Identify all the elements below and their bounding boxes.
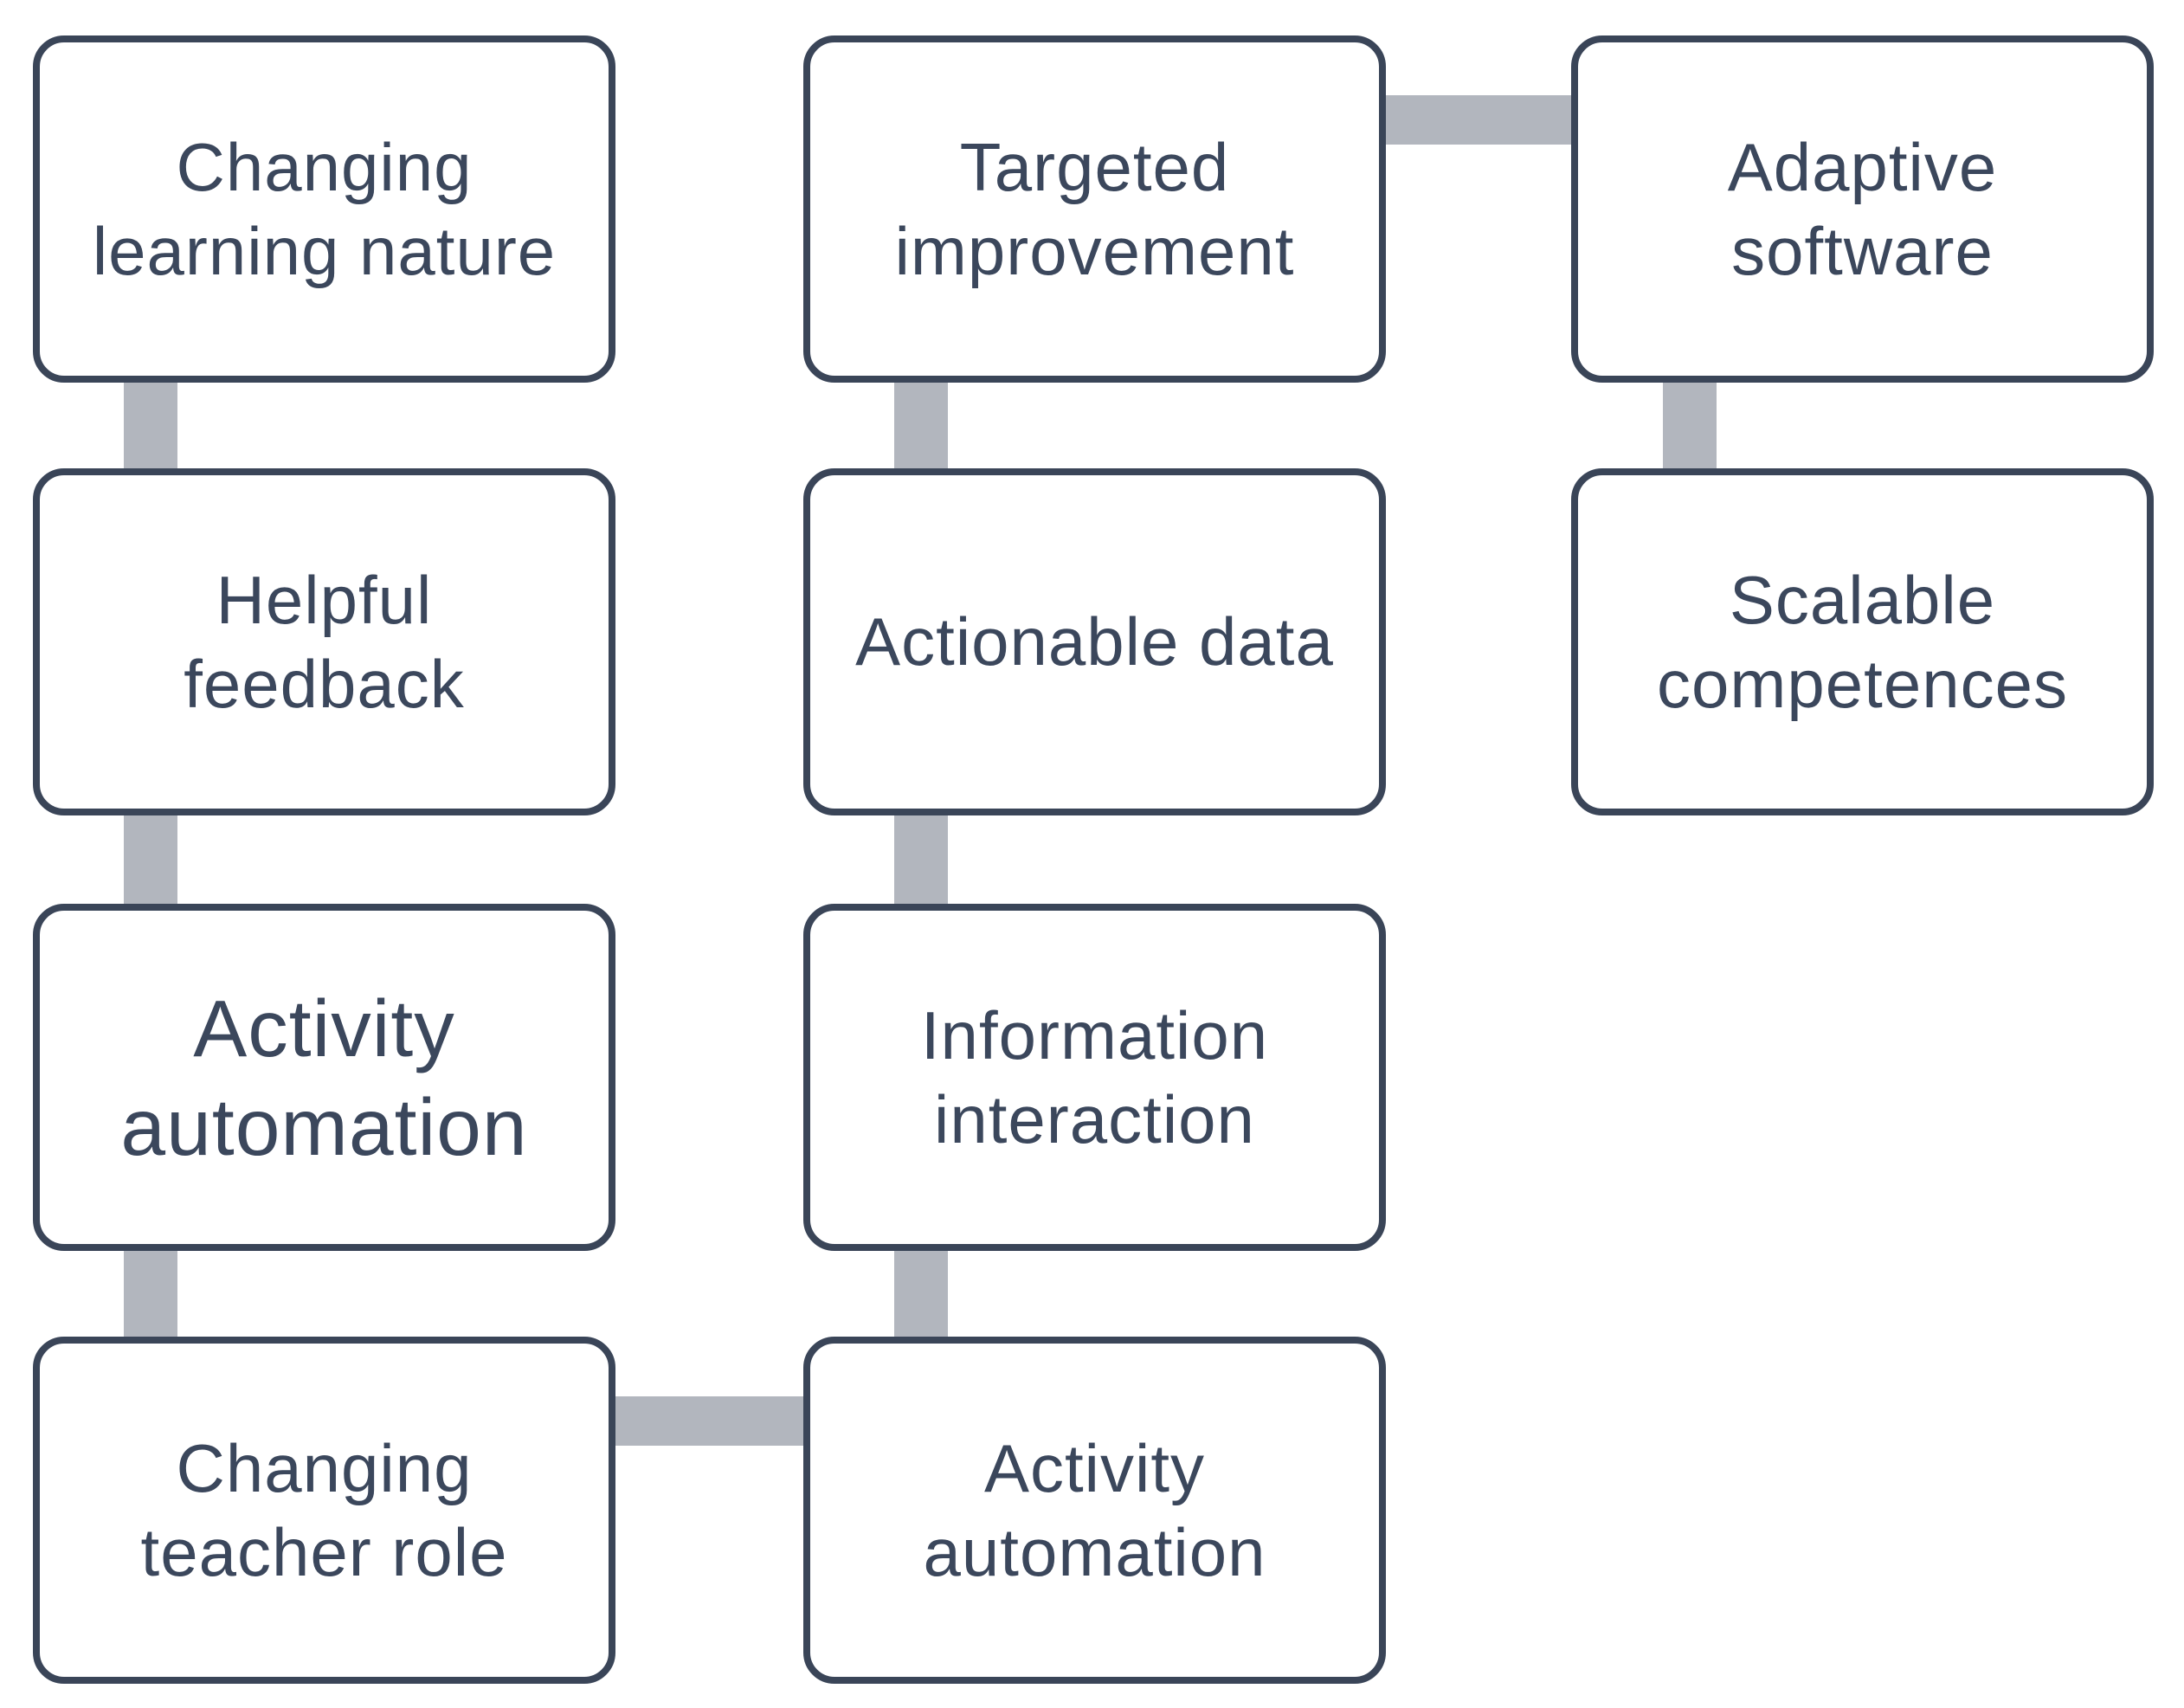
connector-information-interaction-to-actionable-data	[894, 812, 948, 907]
node-scalable-competences: Scalable competences	[1571, 468, 2154, 815]
connector-learning-nature-to-helpful-feedback	[124, 379, 177, 472]
node-label: Scalable competences	[1657, 561, 2068, 722]
node-label: Targeted improvement	[894, 128, 1295, 289]
connector-adaptive-software-to-scalable-competences	[1663, 379, 1717, 472]
node-adaptive-software: Adaptive software	[1571, 35, 2154, 383]
connector-teacher-role-to-activity-automation	[612, 1396, 807, 1446]
node-changing-learning-nature: Changing learning nature	[33, 35, 615, 383]
node-information-interaction: Information interaction	[803, 904, 1386, 1251]
connector-actionable-data-to-targeted-improvement	[894, 379, 948, 472]
node-changing-teacher-role: Changing teacher role	[33, 1337, 615, 1684]
node-label: Actionable data	[855, 603, 1334, 680]
connector-activity-automation-to-information-interaction	[894, 1247, 948, 1340]
connector-activity-automation-to-teacher-role	[124, 1247, 177, 1340]
connector-helpful-feedback-to-activity-automation	[124, 812, 177, 907]
node-targeted-improvement: Targeted improvement	[803, 35, 1386, 383]
node-label: Activity automation	[923, 1429, 1266, 1590]
node-helpful-feedback: Helpful feedback	[33, 468, 615, 815]
node-label: Changing learning nature	[92, 128, 557, 289]
node-actionable-data: Actionable data	[803, 468, 1386, 815]
node-label: Activity automation	[120, 983, 528, 1172]
node-activity-automation: Activity automation	[803, 1337, 1386, 1684]
node-label: Helpful feedback	[184, 561, 465, 722]
node-label: Adaptive software	[1727, 128, 1998, 289]
connector-targeted-improvement-to-adaptive-software	[1382, 95, 1575, 145]
node-label: Changing teacher role	[140, 1429, 508, 1590]
node-label: Information interaction	[920, 996, 1269, 1157]
node-activity-automation-large: Activity automation	[33, 904, 615, 1251]
